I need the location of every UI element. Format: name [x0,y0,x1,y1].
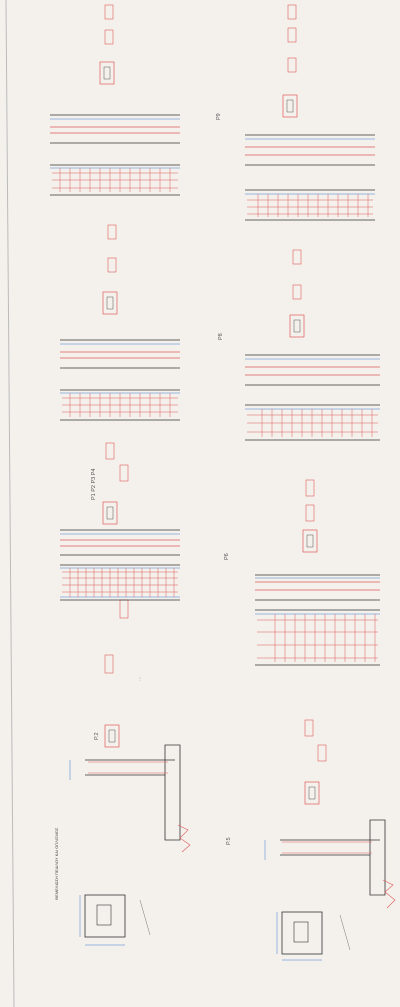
stirrup-detail-6 [302,479,318,553]
column-elevation-8 [255,574,380,601]
stirrup-detail-2 [102,442,129,525]
footing-section-2 [264,819,396,909]
strip-label-left-2: P.5 [226,837,232,845]
column-elevation-4 [60,339,180,369]
column-elevation-7 [255,609,380,666]
column-elevation-9 [245,404,380,441]
stirrup-detail-8 [282,4,298,118]
column-elevation-11 [245,189,375,221]
strip-right-label-1: P8 [218,333,224,340]
footing-section-1 [69,744,191,853]
stirrup-detail-4 [99,4,115,85]
stirrup-detail-7 [289,249,305,338]
upper-strip: ΘΕΜΕΛΙΩΣΗ ΠΕΔΙΛΟΥ ΚΑΙ ΟΠΛΙΣΜΟΣ P.2 [50,4,191,946]
stirrup-detail-5 [304,719,327,805]
lower-strip: P.5 [216,4,396,961]
strip-label-left-1: P.2 [94,732,100,740]
column-elevation-1 [60,564,180,601]
strip-mid-label-2: P6 [224,553,230,560]
stirrup-note-1: ⋮ [138,676,142,681]
column-elevation-2 [60,529,180,556]
stirrup-detail-1: ⋮ [104,599,142,748]
strip-right-label-2: P9 [216,113,222,120]
footing-plan-1 [79,894,151,946]
column-elevation-5 [50,164,180,196]
column-elevation-3 [60,389,180,421]
column-elevation-6 [50,114,180,144]
footing-title: ΘΕΜΕΛΙΩΣΗ ΠΕΔΙΛΟΥ ΚΑΙ ΟΠΛΙΣΜΟΣ [54,827,59,900]
paper-edge [5,0,15,1007]
footing-plan-2 [276,911,351,961]
column-elevation-10 [245,354,380,386]
strip-mid-label-1: P1 P2 P3 P4 [91,469,97,501]
column-elevation-12 [245,134,375,166]
stirrup-detail-3 [102,224,118,315]
